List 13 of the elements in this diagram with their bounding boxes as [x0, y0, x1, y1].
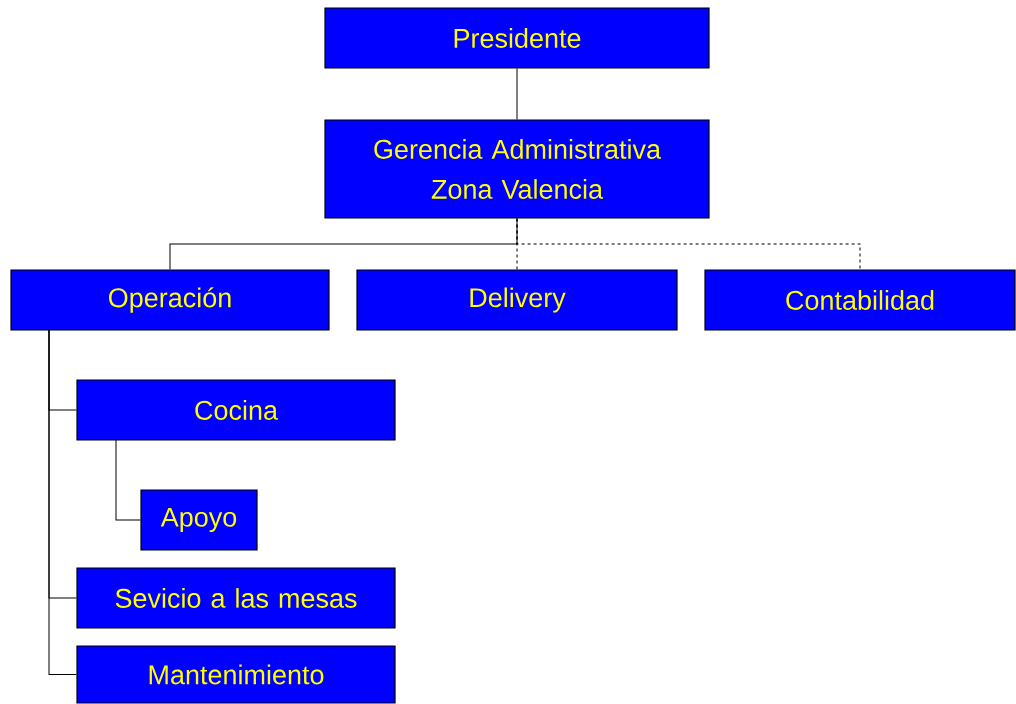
org-box: Presidente	[324, 7, 710, 69]
connector-line	[115, 439, 141, 521]
org-box: Delivery	[356, 269, 678, 331]
org-box: Gerencia Administrativa Zona Valencia	[324, 119, 710, 219]
org-box: Operación	[10, 269, 330, 331]
connector-line	[516, 68, 518, 120]
org-box: Sevicio a las mesas	[76, 567, 396, 629]
org-box: Mantenimiento	[76, 645, 396, 704]
connector-line	[48, 329, 77, 675]
org-box: Cocina	[76, 379, 396, 441]
connector-line	[169, 218, 518, 270]
org-box: Contabilidad	[704, 269, 1016, 331]
org-box: Apoyo	[140, 489, 258, 551]
